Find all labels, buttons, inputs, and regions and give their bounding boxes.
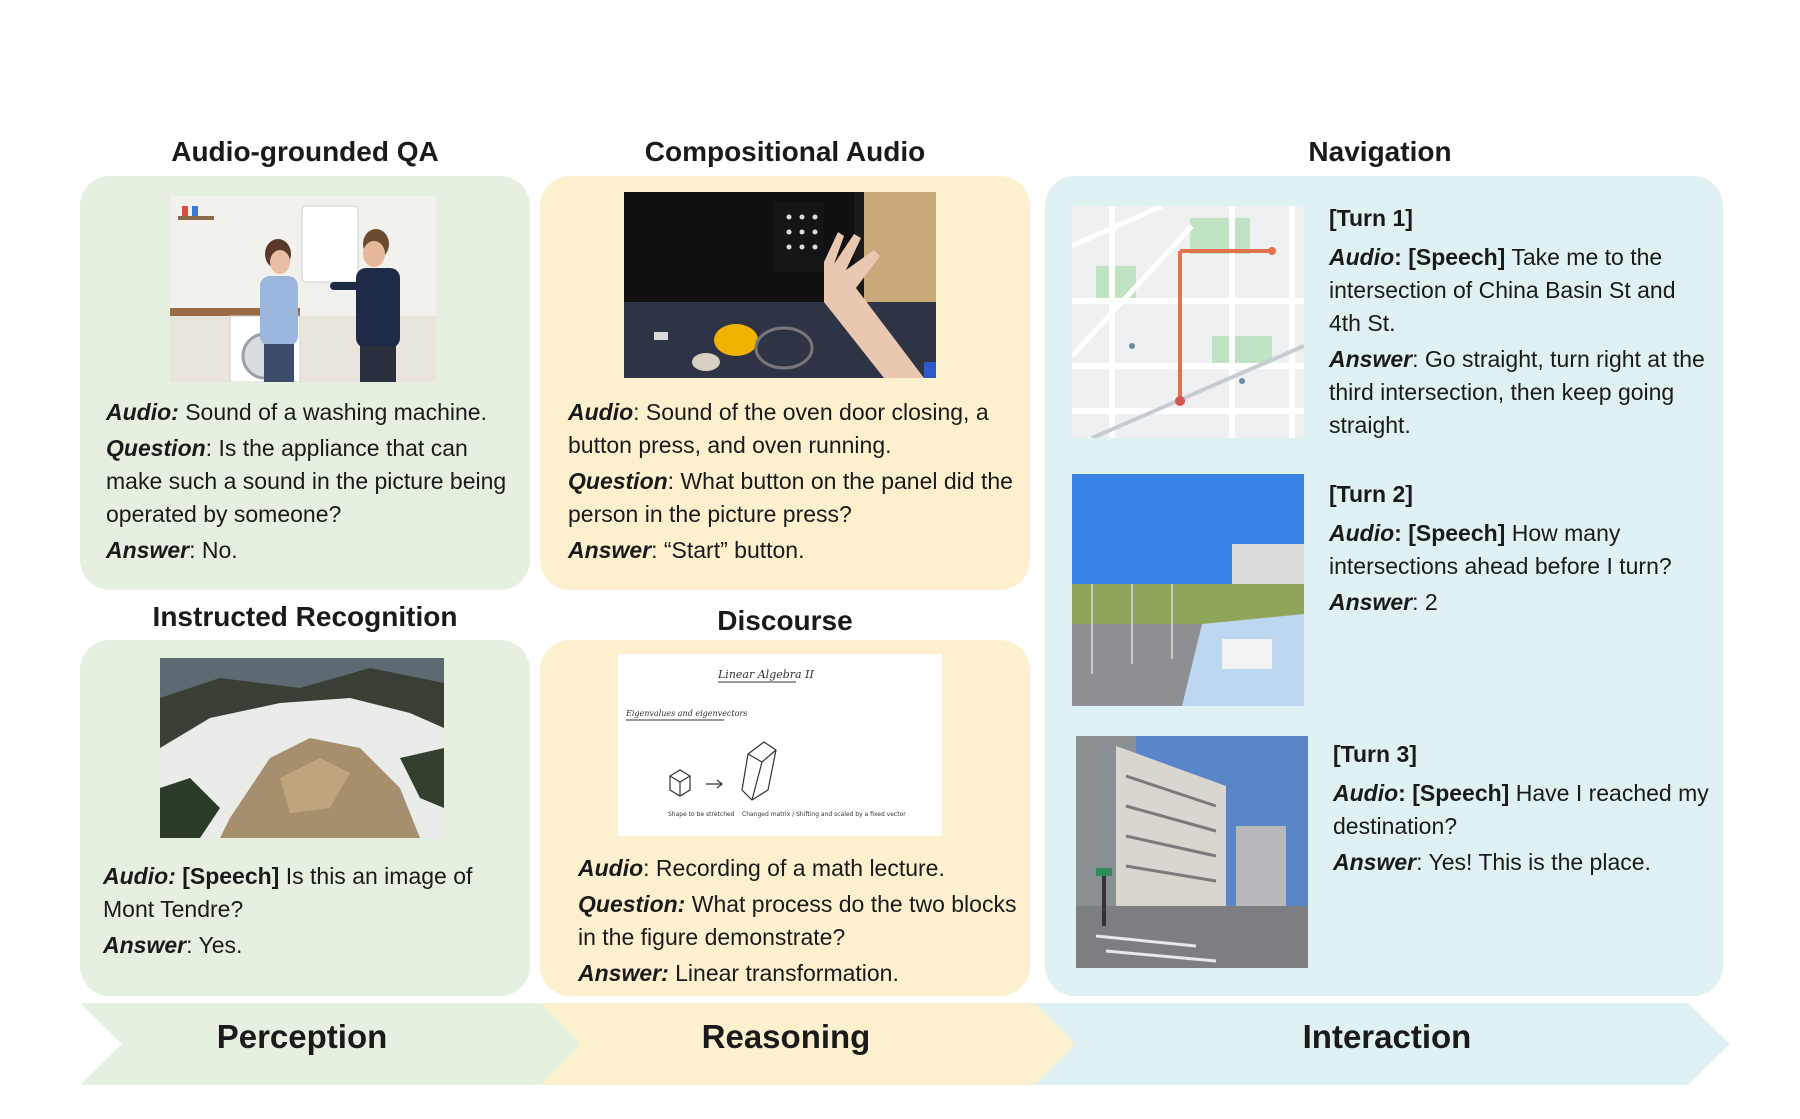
stage-perception: Perception [216, 1018, 388, 1055]
discourse-whiteboard-image: Linear Algebra II Eigenvalues and eigenv… [618, 654, 942, 836]
turn-3-text: [Turn 3] Audio: [Speech] Have I reached … [1333, 741, 1709, 875]
discourse-text: Audio: Recording of a math lecture. Ques… [578, 855, 1017, 986]
board-caption-2: Changed matrix / Shifting and scaled by … [742, 811, 906, 818]
stage-interaction: Interaction [1302, 1018, 1472, 1055]
turn-3-street-image [1076, 736, 1308, 968]
recognition-title: Instructed Recognition [152, 601, 458, 632]
compositional-text: Audio: Sound of the oven door closing, a… [568, 399, 1013, 563]
perception-arrow [80, 1003, 590, 1085]
turn-2-street-image [1072, 474, 1304, 706]
compositional-audio-title: Compositional Audio [644, 136, 926, 167]
stage-arrow-band [80, 1003, 1730, 1085]
turn-1-map-image [1072, 206, 1304, 438]
board-caption-1: Shape to be stretched [668, 811, 735, 818]
turn-2-text: [Turn 2] Audio: [Speech] How many inters… [1329, 481, 1672, 615]
discourse-title: Discourse [717, 605, 853, 636]
compositional-image [624, 192, 936, 378]
stage-reasoning: Reasoning [701, 1018, 871, 1055]
board-subtitle: Eigenvalues and eigenvectors [625, 709, 747, 718]
turn-1-text: [Turn 1] Audio: [Speech] Take me to the … [1329, 205, 1705, 438]
navigation-title: Navigation [1308, 136, 1452, 167]
aqa-title: Audio-grounded QA [171, 136, 439, 167]
aqa-text: Audio: Sound of a washing machine. Quest… [106, 399, 507, 563]
board-title: Linear Algebra II [717, 668, 814, 681]
interaction-arrow [1035, 1003, 1730, 1085]
reasoning-arrow [540, 1003, 1085, 1085]
aqa-image [170, 196, 436, 382]
recognition-text: Audio: [Speech] Is this an image of Mont… [103, 863, 473, 958]
recognition-image [160, 658, 444, 838]
